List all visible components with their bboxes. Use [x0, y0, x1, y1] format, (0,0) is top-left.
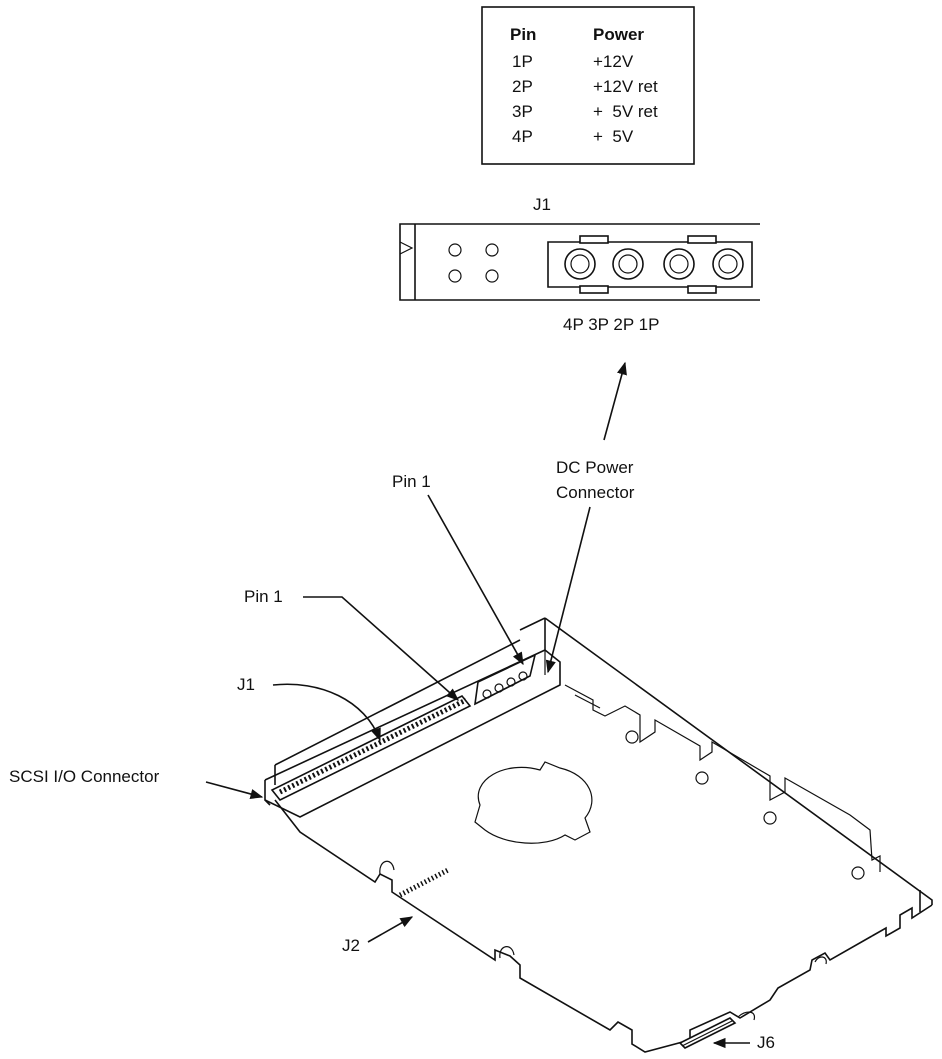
table-header-pin: Pin — [510, 25, 536, 44]
connector-pin-1p — [712, 248, 744, 280]
pin-power-table: Pin Power 1P +12V 2P +12V ret 3P + 5V re… — [481, 6, 695, 165]
j6-label: J6 — [757, 1033, 775, 1052]
connector-pin-3p — [612, 248, 644, 280]
detail-title: J1 — [533, 195, 551, 214]
dc-power-label-line2: Connector — [556, 483, 635, 502]
callout-scsi: SCSI I/O Connector — [9, 767, 264, 799]
connector-pin-2p — [663, 248, 695, 280]
pin1-power-label: Pin 1 — [392, 472, 431, 491]
pin1-scsi-label: Pin 1 — [244, 587, 283, 606]
power-connector-detail: J1 4P 3P 2P 1P — [399, 195, 760, 334]
callout-dc-power: DC Power Connector — [545, 458, 635, 674]
callout-j2: J2 — [342, 916, 414, 955]
callout-j6: J6 — [712, 1033, 775, 1052]
table-cell: + 5V ret — [593, 102, 658, 121]
table-cell: 2P — [512, 77, 533, 96]
callout-pin1-scsi: Pin 1 — [244, 587, 459, 701]
table-cell: 4P — [512, 127, 533, 146]
j2-label: J2 — [342, 936, 360, 955]
table-cell: 1P — [512, 52, 533, 71]
table-header-power: Power — [593, 25, 644, 44]
drive-body — [264, 617, 933, 1053]
callout-pin1-power: Pin 1 — [392, 472, 524, 666]
table-cell: 3P — [512, 102, 533, 121]
table-cell: +12V ret — [593, 77, 658, 96]
connector-pin-4p — [564, 248, 596, 280]
pin-order-label: 4P 3P 2P 1P — [563, 315, 659, 334]
detail-arrow — [603, 361, 627, 441]
dc-power-label-line1: DC Power — [556, 458, 634, 477]
table-cell: +12V — [593, 52, 634, 71]
table-cell: + 5V — [593, 127, 634, 146]
j1-label: J1 — [237, 675, 255, 694]
callout-j1: J1 — [237, 675, 381, 742]
scsi-label: SCSI I/O Connector — [9, 767, 160, 786]
